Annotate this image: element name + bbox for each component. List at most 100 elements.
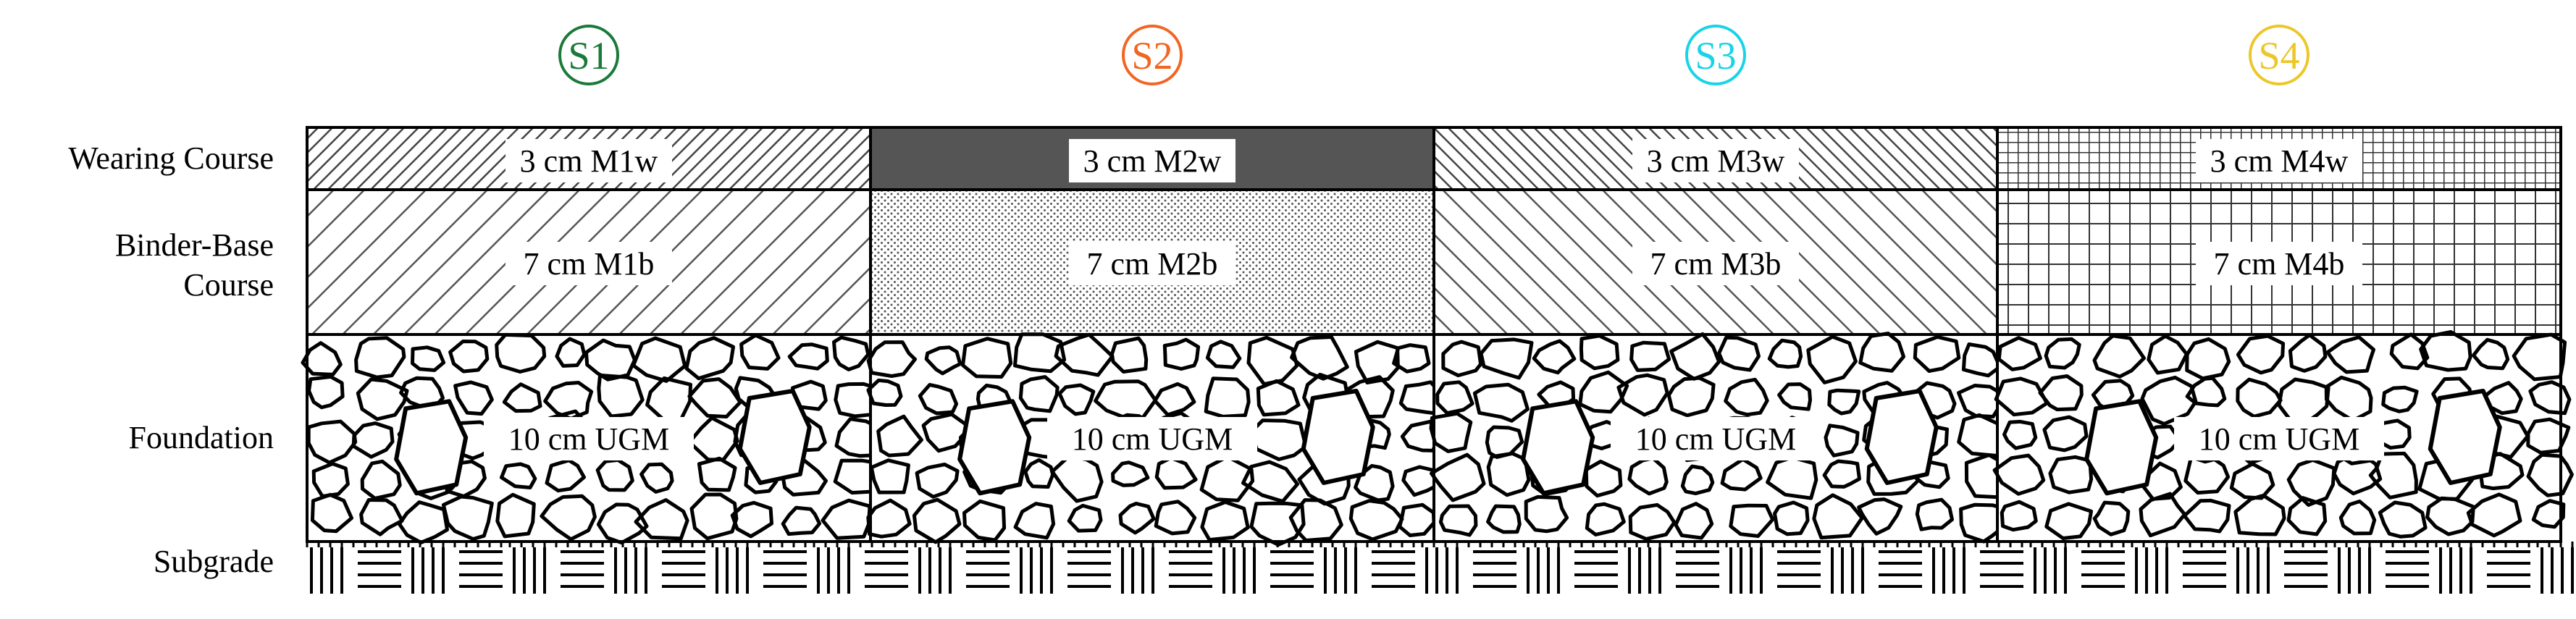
section-1-foundation-label-box	[484, 417, 694, 460]
rock	[441, 494, 494, 541]
rock	[1579, 334, 1620, 371]
section-1-badge: S1	[568, 34, 609, 77]
rock	[360, 459, 402, 500]
rock	[1013, 332, 1067, 374]
rock	[1915, 497, 1954, 531]
rock	[301, 341, 343, 376]
rock	[2233, 493, 2286, 536]
rock	[1666, 376, 1716, 418]
rock	[2526, 452, 2574, 497]
rock	[1435, 380, 1474, 416]
rock	[1992, 453, 2046, 496]
large-rock	[1521, 399, 1595, 496]
rock	[1720, 457, 1763, 492]
rock	[876, 414, 923, 458]
rock	[1111, 460, 1150, 487]
rock	[2042, 415, 2089, 452]
section-3-badge: S3	[1695, 34, 1736, 77]
rock	[730, 500, 773, 539]
rock	[866, 498, 912, 539]
rock	[1674, 502, 1714, 540]
rock	[1806, 334, 1858, 384]
section-4-wearing-label-box	[2196, 139, 2362, 182]
rock	[1766, 455, 1818, 500]
rock	[697, 456, 737, 492]
section-1-foundation-label: 10 cm UGM	[508, 421, 669, 457]
rock	[2092, 334, 2146, 379]
rock	[1401, 465, 1440, 497]
rock	[912, 497, 962, 544]
section-2-wearing-label: 3 cm M2w	[1083, 143, 1222, 179]
rock	[502, 382, 542, 413]
rock	[1717, 335, 1761, 372]
rock	[306, 419, 358, 465]
rock	[500, 462, 537, 489]
section-2-binder-label-box	[1069, 242, 1235, 285]
rock	[2368, 451, 2418, 500]
section-4-badge-circle	[2249, 25, 2309, 85]
rock	[962, 499, 1007, 542]
rock	[2236, 334, 2286, 375]
section-4-binder-label-box	[2196, 242, 2362, 285]
section-4-badge: S4	[2258, 34, 2299, 77]
rock	[359, 498, 404, 536]
large-rock	[1301, 389, 1375, 485]
rock	[924, 345, 962, 376]
section-3-binder-label: 7 cm M3b	[1650, 246, 1782, 282]
section-3-foundation-label: 10 cm UGM	[1635, 421, 1796, 457]
rock	[1486, 451, 1531, 497]
section-1-wearing-label-box	[505, 139, 672, 182]
rock	[2512, 332, 2567, 382]
rock	[1812, 493, 1864, 540]
section-3: S3 3 cm M3w 7 cm M3b 10 cm UGM	[1429, 25, 2014, 544]
rock	[1153, 382, 1196, 417]
section-3-wearing-label: 3 cm M3w	[1647, 143, 1785, 179]
section-4-binder-label: 7 cm M4b	[2214, 246, 2345, 282]
rock	[1767, 338, 1803, 369]
rock	[869, 458, 910, 494]
section-2-foundation-label: 10 cm UGM	[1072, 421, 1233, 457]
rock	[821, 498, 872, 540]
row-label-subgrade: Subgrade	[154, 544, 274, 579]
rock	[1724, 377, 1769, 417]
rock	[781, 505, 822, 536]
rock	[687, 377, 742, 418]
rock	[634, 498, 689, 541]
rock	[1204, 376, 1251, 418]
rock	[411, 345, 446, 372]
rock	[2183, 452, 2231, 495]
rock	[1472, 382, 1530, 423]
rock	[1857, 497, 1903, 536]
rock	[2002, 419, 2038, 450]
rock	[2286, 496, 2328, 536]
rock	[2425, 496, 2475, 536]
rock	[2531, 499, 2566, 529]
rock	[1486, 504, 1522, 534]
row-label-wearing-course: Wearing Course	[68, 140, 274, 176]
rock	[453, 380, 494, 416]
row-label-foundation: Foundation	[129, 420, 274, 455]
rock	[540, 494, 597, 542]
rock	[921, 412, 969, 453]
rock	[1018, 375, 1060, 413]
section-1-wearing-label: 3 cm M1w	[520, 143, 658, 179]
rock	[2182, 498, 2231, 534]
rock	[310, 492, 353, 534]
rock	[1827, 388, 1861, 416]
rock	[1438, 504, 1478, 537]
rock	[1669, 332, 1721, 381]
section-2-badge-circle	[1122, 25, 1183, 85]
section-3-badge-circle	[1685, 25, 1746, 85]
rock	[2325, 335, 2375, 374]
rock	[2526, 417, 2571, 455]
rock	[1199, 455, 1255, 502]
rock	[1154, 455, 1198, 490]
rock	[2236, 377, 2283, 418]
rock	[448, 340, 490, 374]
section-1-binder-label: 7 cm M1b	[524, 246, 655, 282]
section-2-rocks	[866, 332, 1447, 547]
rock	[1429, 411, 1473, 453]
rock	[1585, 502, 1626, 536]
rock	[1994, 376, 2049, 417]
